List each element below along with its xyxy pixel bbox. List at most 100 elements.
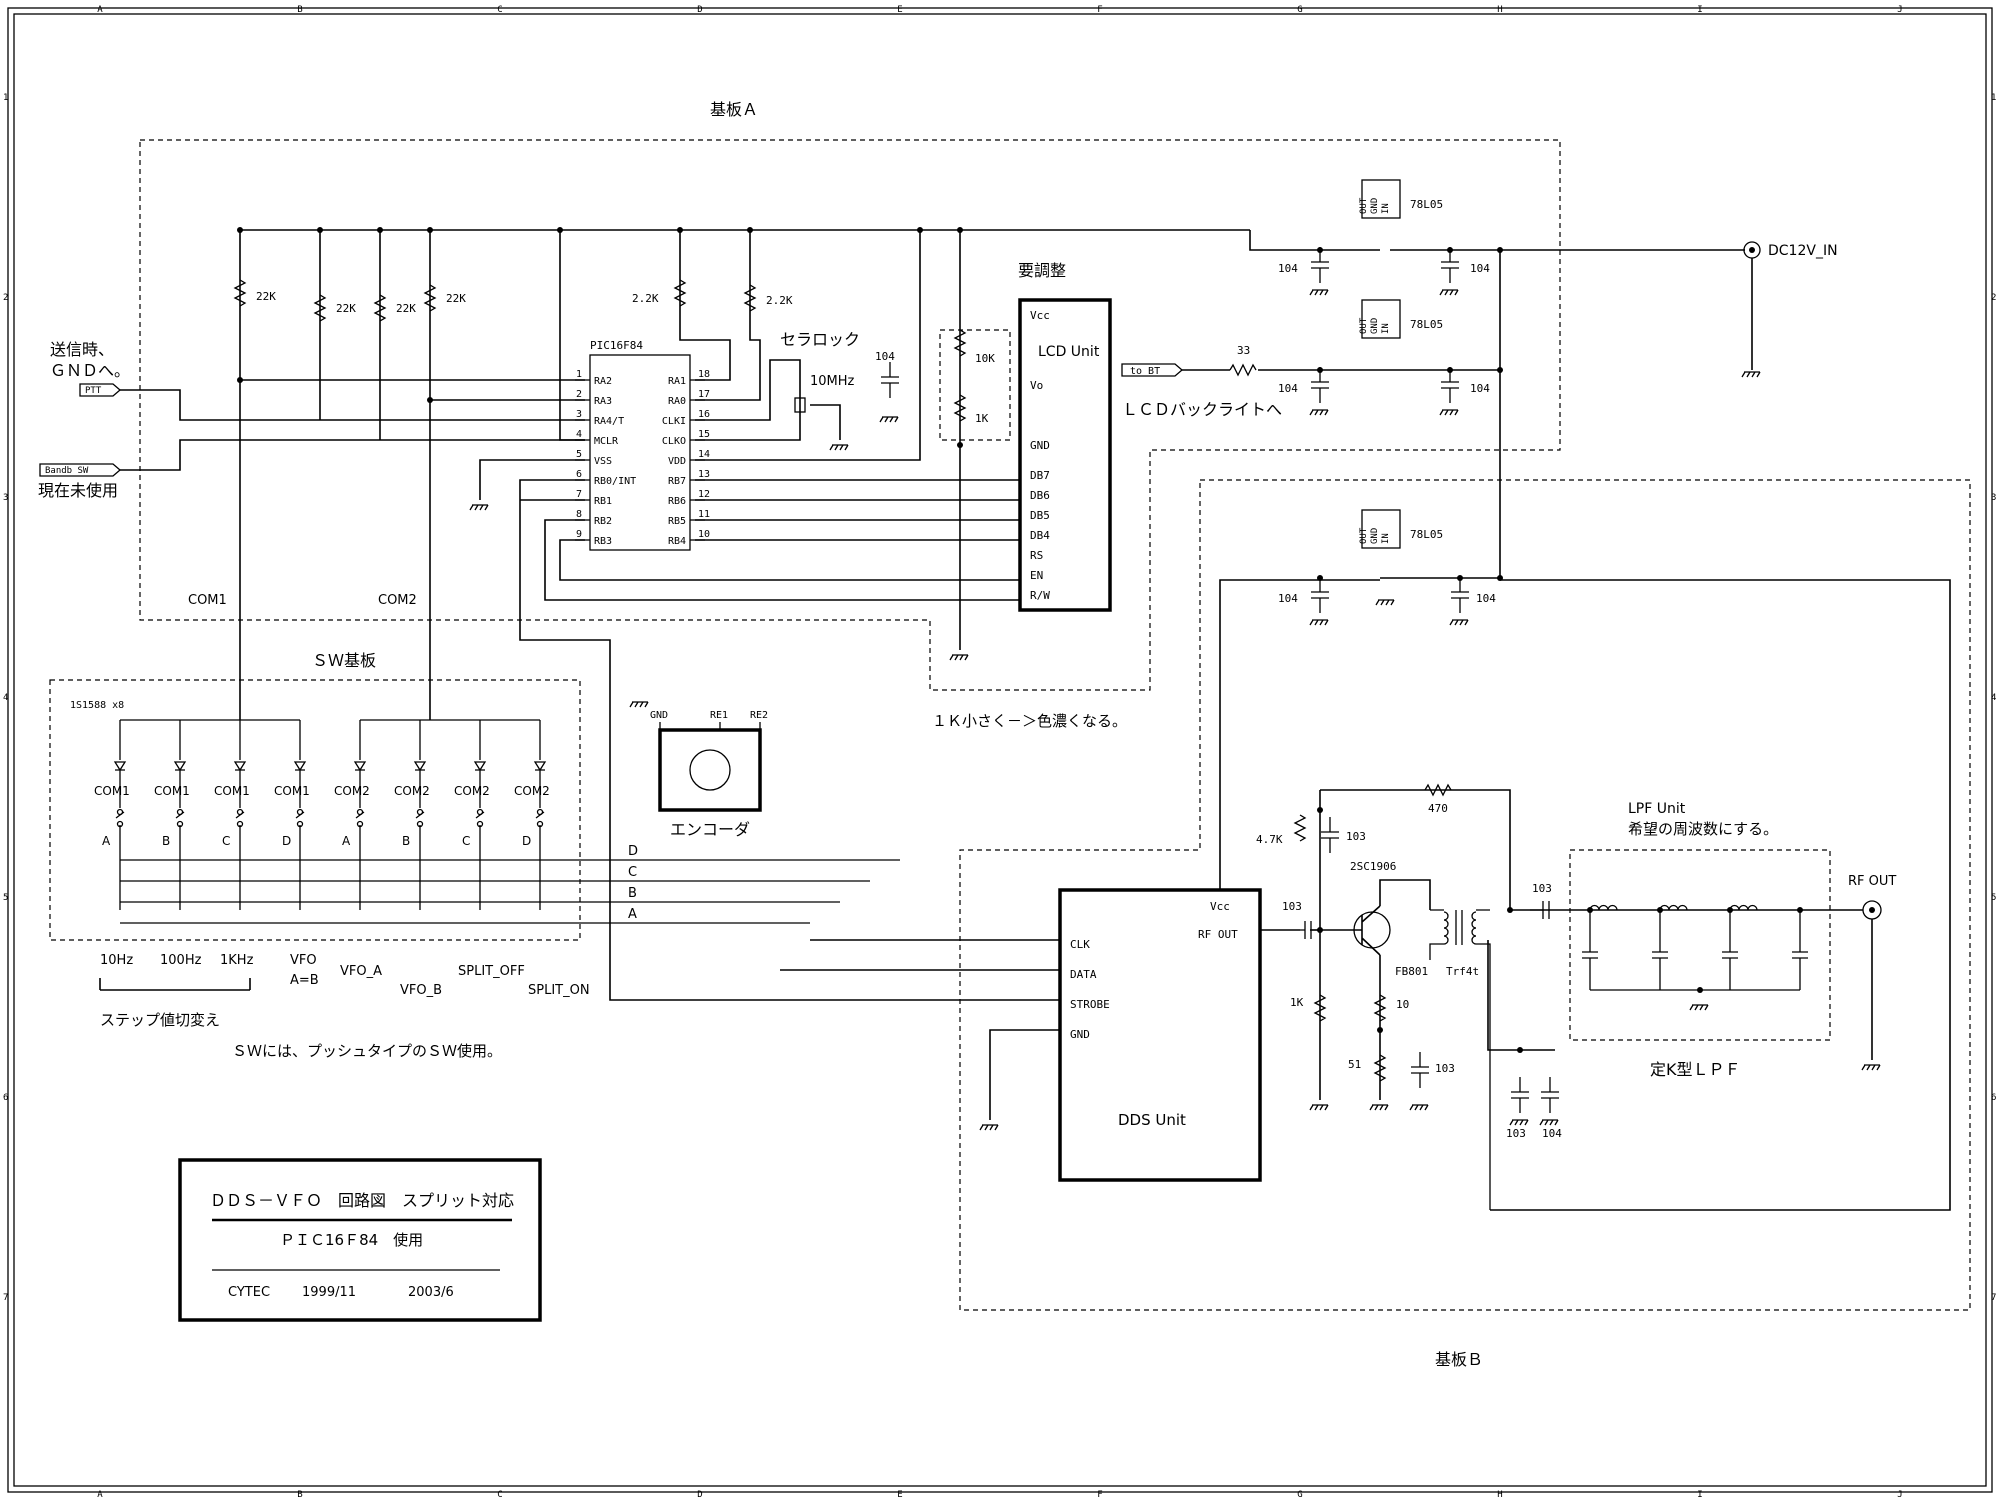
resistor-value: 1K (1290, 996, 1304, 1009)
resistor (313, 294, 327, 322)
frame-col-bottom: E (897, 1490, 902, 1500)
ground-symbol (1309, 289, 1329, 296)
frame-col-bottom: G (1297, 1490, 1302, 1500)
junction-dot (427, 227, 433, 233)
resistor (1293, 814, 1307, 842)
frame-row-right: 3 (1991, 493, 1996, 503)
lcd-pin-label: EN (1030, 569, 1043, 582)
capacitor-value: 103 (1282, 900, 1302, 913)
sw-function-label: 100Hz (160, 953, 202, 968)
board-b-label: 基板Ｂ (1435, 1350, 1483, 1369)
frame-col-top: I (1697, 5, 1702, 15)
xtal-freq-label: 10MHz (810, 374, 855, 389)
dds-pin-label: RF OUT (1198, 928, 1238, 941)
dc-in-label: DC12V_IN (1768, 243, 1838, 259)
mcu-pin-number: 4 (576, 429, 582, 440)
lpf-note: 希望の周波数にする。 (1628, 820, 1778, 838)
mcu-pin-number: 18 (698, 369, 710, 380)
regulator-pin-label: GND (1370, 198, 1380, 214)
capacitor (881, 362, 899, 398)
pic16f84-chip (589, 354, 691, 551)
ptt-connector[interactable] (79, 383, 121, 397)
resistor (233, 279, 247, 307)
ground-symbol (1369, 1104, 1389, 1111)
switch-key-label: C (222, 834, 230, 848)
ground-symbol (949, 654, 969, 661)
dds-pin-label: Vcc (1210, 900, 1230, 913)
regulator-pin-label: IN (1381, 323, 1391, 334)
capacitor-value: 103 (1532, 882, 1552, 895)
bus-label: D (628, 844, 638, 859)
lcd-pin-label: DB7 (1030, 469, 1050, 482)
outer-frame (7, 7, 1993, 1493)
ground-symbol (879, 416, 899, 423)
rotary-encoder[interactable] (658, 728, 762, 812)
ground-symbol (1309, 619, 1329, 626)
mcu-pin-name: CLKO (662, 436, 686, 447)
mcu-pin-number: 10 (698, 529, 710, 540)
mcu-pin-name: CLKI (662, 416, 686, 427)
switch-contact (296, 820, 304, 828)
lpf-unit-label: LPF Unit (1628, 801, 1686, 817)
lpf-capacitor (1582, 910, 1598, 990)
dc-in-terminal-dot (1749, 247, 1755, 253)
ra1-re1 (679, 230, 731, 381)
frame-col-top: C (497, 5, 502, 15)
mcu-pin-number: 5 (576, 449, 582, 460)
unused-note: 現在未使用 (38, 481, 118, 500)
sw-function-label: VFO_B (400, 983, 442, 998)
frame-row-right: 5 (1991, 893, 1996, 903)
regulator-label: 78L05 (1410, 198, 1443, 211)
resistor-value: 33 (1237, 344, 1250, 357)
mcu-pin-number: 1 (576, 369, 582, 380)
inner-frame (13, 13, 1987, 1487)
rb2-lcd-en (544, 519, 1040, 601)
to-bt-connector[interactable] (1121, 363, 1183, 377)
capacitor (1311, 577, 1329, 613)
diodes-label: 1S1588 x8 (70, 700, 124, 711)
lpf-capacitor (1722, 910, 1738, 990)
frame-row-right: 1 (1991, 93, 1996, 103)
switch-contact (356, 808, 364, 816)
ground-symbol (629, 701, 649, 708)
junction-dot (1317, 927, 1323, 933)
junction-dot (237, 377, 243, 383)
com2-label: COM2 (378, 593, 417, 608)
transformer-coil-primary (1443, 935, 1449, 945)
resistor-value: 22K (396, 302, 416, 315)
mcu-pin-name: RA0 (668, 396, 686, 407)
clko-xtal (695, 410, 801, 441)
regulator-pin-label: GND (1370, 318, 1380, 334)
ptt-label: PTT (85, 386, 102, 396)
mcu-pin-number: 14 (698, 449, 710, 460)
band-sw-wire (120, 439, 585, 471)
switch-contact (176, 820, 184, 828)
lpf-outline (1569, 849, 1831, 1041)
transformer-core (1455, 910, 1463, 945)
mcu-pin-number: 11 (698, 509, 710, 520)
capacitor (1441, 247, 1459, 283)
capacitor-value: 104 (1278, 592, 1298, 605)
frame-col-top: F (1097, 5, 1102, 15)
junction-dot (957, 227, 963, 233)
collector-wire (1379, 879, 1431, 910)
band-sw-connector[interactable] (39, 463, 121, 477)
mcu-pin-number: 13 (698, 469, 710, 480)
junction-dots (237, 227, 1803, 1053)
output-wires (1487, 579, 1951, 1211)
frame-row-left: 5 (3, 893, 8, 903)
resistor-value: 2.2K (766, 294, 793, 307)
junction-dot (1727, 907, 1733, 913)
sw-function-label: VFO_A (340, 964, 382, 979)
resistor-value: 22K (446, 292, 466, 305)
lcd-pin-label: DB4 (1030, 529, 1050, 542)
mcu-pin-number: 6 (576, 469, 582, 480)
regulator-pin-label: OUT (1359, 527, 1369, 544)
capacitor (1321, 817, 1339, 853)
ceramic-resonator-label: セラロック (780, 330, 860, 349)
regulator-pin-label: IN (1381, 203, 1391, 214)
mcu-pin-number: 2 (576, 389, 582, 400)
capacitor-value: 103 (1506, 1127, 1526, 1140)
junction-dot (557, 227, 563, 233)
